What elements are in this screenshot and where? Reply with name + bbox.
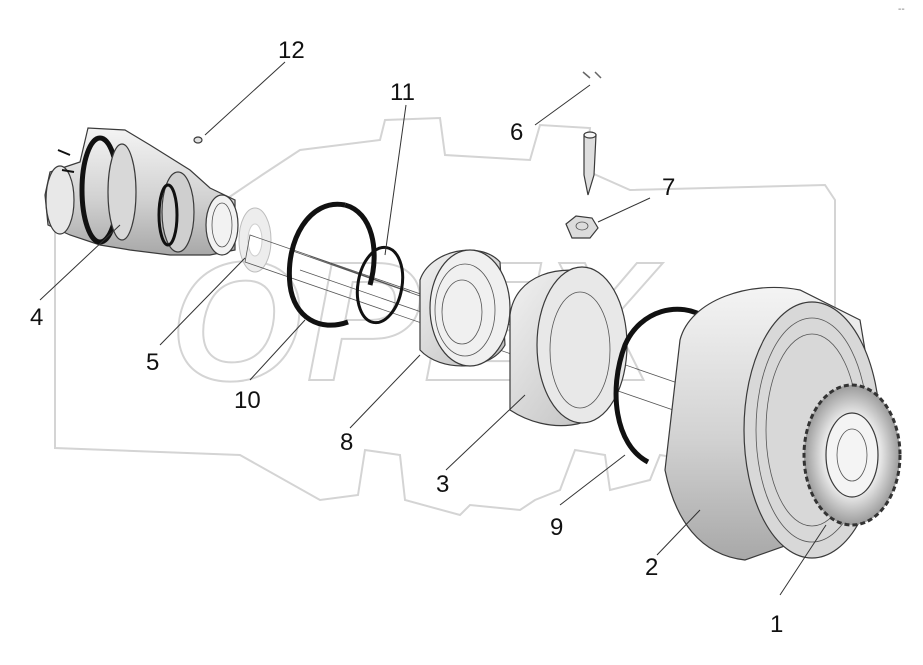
part-7-nut (565, 215, 599, 239)
part-5-washer (238, 207, 272, 273)
part-6-bolt (582, 71, 602, 196)
callout-2: 2 (645, 554, 658, 581)
leader-5 (159, 257, 246, 346)
leader-2 (656, 509, 701, 556)
part-8-bearing (419, 249, 511, 367)
leader-10 (249, 319, 306, 381)
part-11-snap-ring (355, 245, 405, 325)
leader-6 (534, 84, 591, 126)
part-1-spur-gear (802, 383, 902, 527)
callout-1: 1 (770, 611, 783, 638)
leader-9 (559, 454, 626, 506)
callout-9: 9 (550, 514, 563, 541)
callout-8: 8 (340, 429, 353, 456)
callout-10: 10 (234, 387, 261, 414)
leader-8 (349, 354, 421, 429)
callout-11: 11 (390, 79, 415, 106)
part-12-pin (193, 136, 203, 144)
callout-labels: 1 2 3 4 5 6 7 8 9 10 11 12 (30, 37, 783, 638)
callout-12: 12 (278, 37, 305, 64)
leader-3 (445, 394, 526, 471)
leader-11 (384, 104, 407, 256)
part-10-snap-ring (286, 201, 377, 328)
callout-7: 7 (662, 174, 675, 201)
leader-1 (779, 524, 827, 596)
part-3-sleeve (509, 266, 628, 427)
callout-6: 6 (510, 119, 523, 146)
part-4-splined-hub (44, 127, 239, 256)
leader-7 (597, 197, 651, 223)
corner-mark: -- (898, 4, 905, 15)
callout-3: 3 (436, 471, 449, 498)
leader-lines (39, 61, 827, 596)
leader-4 (39, 224, 121, 301)
callout-4: 4 (30, 304, 43, 331)
leader-12 (204, 61, 286, 136)
callout-5: 5 (146, 349, 159, 376)
